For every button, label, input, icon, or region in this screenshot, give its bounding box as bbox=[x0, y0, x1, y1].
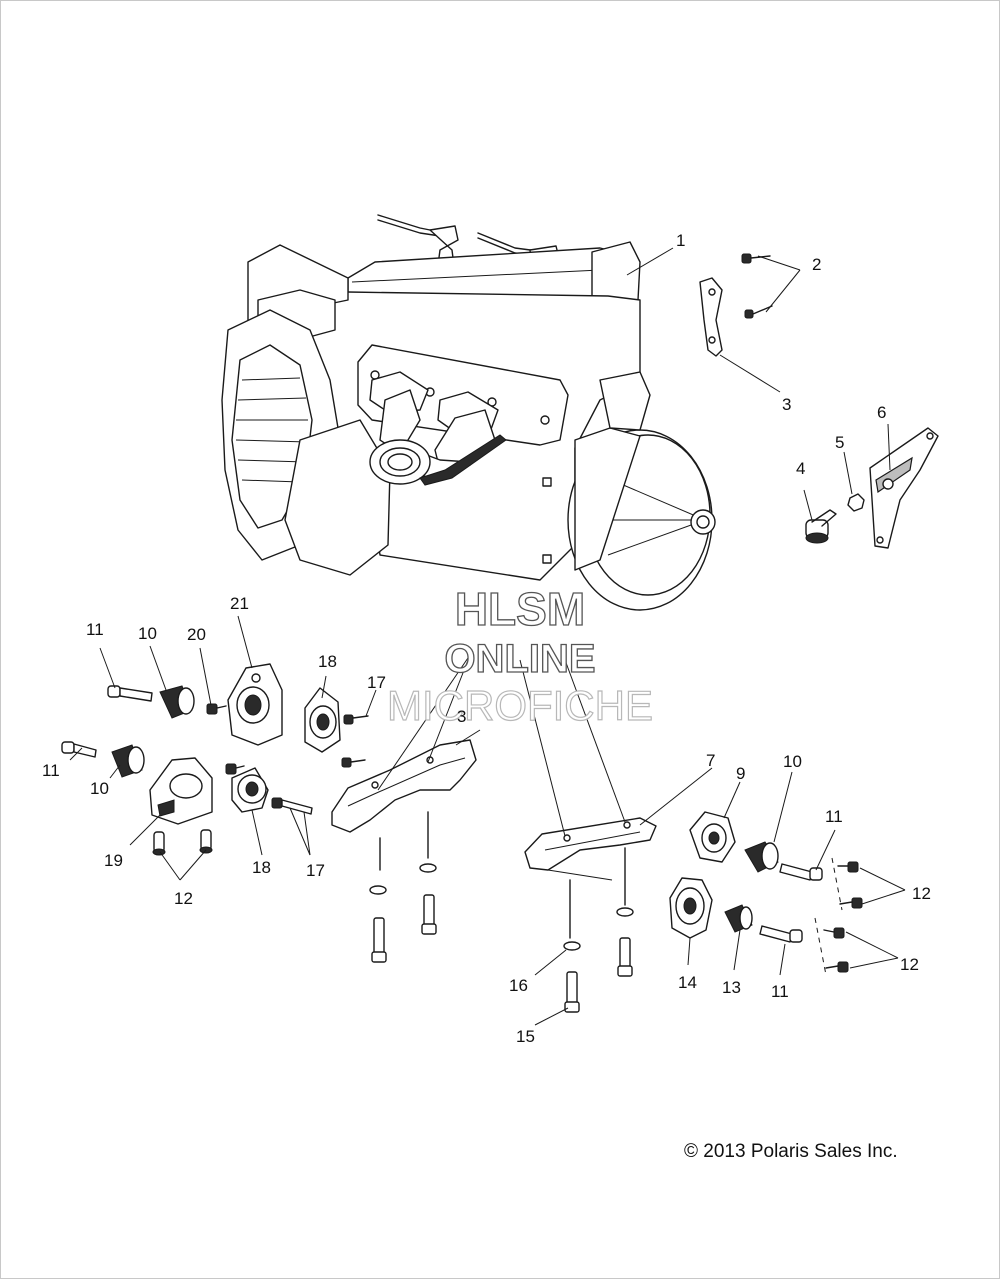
bolt-item-11-lower bbox=[61, 741, 97, 758]
bushing-item-13 bbox=[724, 904, 753, 933]
watermark: HLSM ONLINE MICROFICHE bbox=[386, 582, 653, 729]
bushing-item-10-lower bbox=[111, 744, 145, 778]
dashed-separator-upper bbox=[831, 857, 843, 911]
callout-14: 14 bbox=[678, 973, 697, 992]
callout-11-upper: 11 bbox=[86, 620, 104, 639]
engine-mount-bracket-item-7 bbox=[524, 817, 657, 939]
callout-21: 21 bbox=[230, 594, 249, 613]
bushing-item-10-upper bbox=[159, 685, 195, 719]
watermark-line-1: HLSM bbox=[455, 583, 585, 635]
bolt-item-17-lower bbox=[271, 797, 313, 815]
watermark-line-3: MICROFICHE bbox=[387, 682, 653, 729]
callout-20: 20 bbox=[187, 625, 206, 644]
callout-13: 13 bbox=[722, 978, 741, 997]
callout-3-lower: 3 bbox=[457, 707, 466, 726]
callout-numbers: 1 2 3 4 5 6 11 10 20 21 18 17 3 11 10 19… bbox=[42, 231, 931, 1046]
upper-bracket-item-3 bbox=[699, 277, 723, 357]
mount-item-14 bbox=[669, 877, 713, 939]
callout-5: 5 bbox=[835, 433, 844, 452]
callout-4: 4 bbox=[796, 459, 805, 478]
bushing-item-10-right bbox=[744, 841, 779, 873]
washer-item-16-left bbox=[369, 863, 437, 895]
bolt-item-20 bbox=[206, 703, 227, 715]
washer-item-16-right bbox=[563, 907, 634, 951]
callout-12-left: 12 bbox=[174, 889, 193, 908]
callout-6: 6 bbox=[877, 403, 886, 422]
leader-lines bbox=[69, 247, 906, 1026]
bolt-item-11-right-upper bbox=[779, 863, 823, 881]
engine-assembly bbox=[221, 214, 716, 611]
mount-item-21 bbox=[227, 663, 283, 746]
callout-10-lower: 10 bbox=[90, 779, 109, 798]
callout-17-lower: 17 bbox=[306, 861, 325, 880]
callout-18-lower: 18 bbox=[252, 858, 271, 877]
mount-item-9 bbox=[689, 811, 736, 863]
nut-item-5 bbox=[847, 493, 865, 512]
callout-7: 7 bbox=[706, 751, 715, 770]
callout-1: 1 bbox=[676, 231, 685, 250]
bolt-item-15-right bbox=[564, 937, 633, 1013]
callout-3-upper: 3 bbox=[782, 395, 791, 414]
mount-bushing-item-4 bbox=[805, 509, 837, 544]
mount-item-18-upper bbox=[304, 687, 341, 753]
callout-10-right: 10 bbox=[783, 752, 802, 771]
copyright-notice: © 2013 Polaris Sales Inc. bbox=[684, 1141, 898, 1162]
callout-11-lower: 11 bbox=[42, 761, 60, 780]
callout-11-right-upper: 11 bbox=[825, 807, 843, 826]
bracket-item-6 bbox=[869, 427, 939, 549]
callout-10-upper: 10 bbox=[138, 624, 157, 643]
bolt-item-12-right bbox=[823, 861, 863, 973]
callout-12-right-upper: 12 bbox=[912, 884, 931, 903]
mount-block-item-19 bbox=[149, 757, 213, 825]
callout-17-upper: 17 bbox=[367, 673, 386, 692]
bolt-item-11-right-lower bbox=[759, 925, 803, 943]
engine-mount-bracket-item-8 bbox=[331, 739, 477, 871]
callout-18-upper: 18 bbox=[318, 652, 337, 671]
dashed-separator-lower bbox=[814, 917, 827, 976]
callout-19: 19 bbox=[104, 851, 123, 870]
bolt-item-2 bbox=[741, 253, 773, 319]
bolt-item-18-left bbox=[225, 763, 245, 775]
bolt-item-11-upper bbox=[107, 685, 153, 702]
bolt-item-12-left bbox=[152, 829, 213, 856]
bolt-item-17-upper bbox=[341, 714, 369, 768]
mount-item-18-lower bbox=[231, 767, 269, 813]
bolt-item-15-left bbox=[371, 894, 437, 963]
callout-12-right-lower: 12 bbox=[900, 955, 919, 974]
callout-11-right-lower: 11 bbox=[771, 982, 789, 1001]
callout-2: 2 bbox=[812, 255, 821, 274]
callout-16: 16 bbox=[509, 976, 528, 995]
watermark-line-2: ONLINE bbox=[444, 637, 595, 681]
callout-9: 9 bbox=[736, 764, 745, 783]
callout-15: 15 bbox=[516, 1027, 535, 1046]
